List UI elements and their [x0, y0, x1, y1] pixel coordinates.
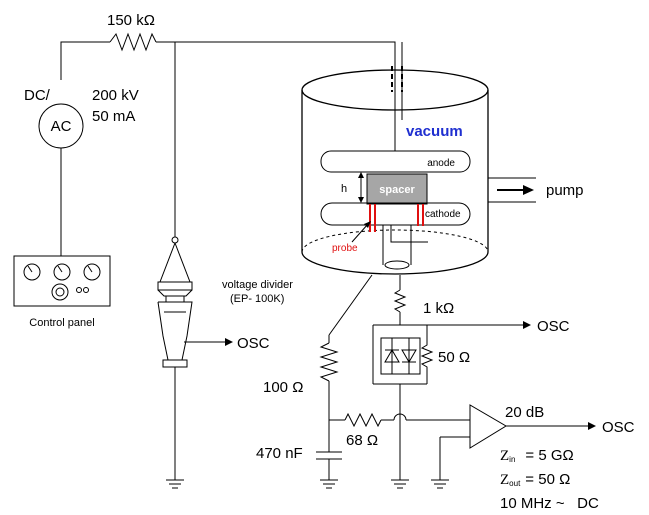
anode-electrode [320, 150, 471, 173]
resistor-68-label: 68 Ω [346, 432, 378, 449]
vacuum-label: vacuum [406, 123, 463, 140]
source-current: 50 mA [92, 108, 135, 125]
capacitor-label: 470 nF [256, 445, 303, 462]
osc-divider-label: OSC [237, 335, 270, 352]
divider-label-line2: (EP- 100K) [230, 293, 284, 305]
dial-3-icon [83, 263, 101, 281]
top-wire [60, 32, 403, 120]
amplifier [431, 404, 596, 489]
source-ac-label: AC [51, 118, 72, 135]
gap-h-label: h [341, 183, 347, 195]
divider-label-line1: voltage divider [222, 279, 293, 291]
dial-1-icon [23, 263, 41, 281]
zout-spec: Zout= 50 Ω [500, 471, 570, 488]
source-dc-label: DC/ [24, 87, 51, 104]
control-panel-label: Control panel [29, 317, 94, 329]
resistor-50-label: 50 Ω [438, 349, 470, 366]
amp-gain-label: 20 dB [505, 404, 544, 421]
osc-1k-label: OSC [537, 318, 570, 335]
source-voltage: 200 kV [92, 87, 139, 104]
indicator-1-icon [76, 287, 82, 293]
indicator-2-icon [83, 287, 89, 293]
resistor-1k [393, 289, 407, 313]
voltage-divider [157, 42, 233, 489]
dial-2-icon [53, 263, 71, 281]
pump-label: pump [546, 182, 584, 199]
control-panel [13, 255, 111, 307]
probe [351, 204, 424, 243]
probe-label: probe [332, 243, 358, 254]
capacitor-470nF [316, 451, 342, 489]
resistor-100 [319, 342, 339, 382]
zin-spec: Zin= 5 GΩ [500, 447, 574, 464]
anode-label: anode [427, 158, 455, 169]
feedthrough [391, 66, 403, 151]
diode-network [372, 324, 434, 385]
resistor-150k-label: 150 kΩ [107, 12, 155, 29]
spacer-block [366, 173, 428, 205]
pump-port [488, 177, 536, 203]
resistor-1k-label: 1 kΩ [423, 300, 454, 317]
cathode-electrode [320, 202, 471, 226]
spacer-label: spacer [379, 184, 415, 196]
resistor-100-label: 100 Ω [263, 379, 303, 396]
cathode-label: cathode [425, 209, 461, 220]
bandwidth-spec: 10 MHz ~ DC [500, 495, 599, 512]
osc-amp-label: OSC [602, 419, 635, 436]
resistor-68 [344, 412, 382, 428]
knob-icon [51, 283, 69, 301]
